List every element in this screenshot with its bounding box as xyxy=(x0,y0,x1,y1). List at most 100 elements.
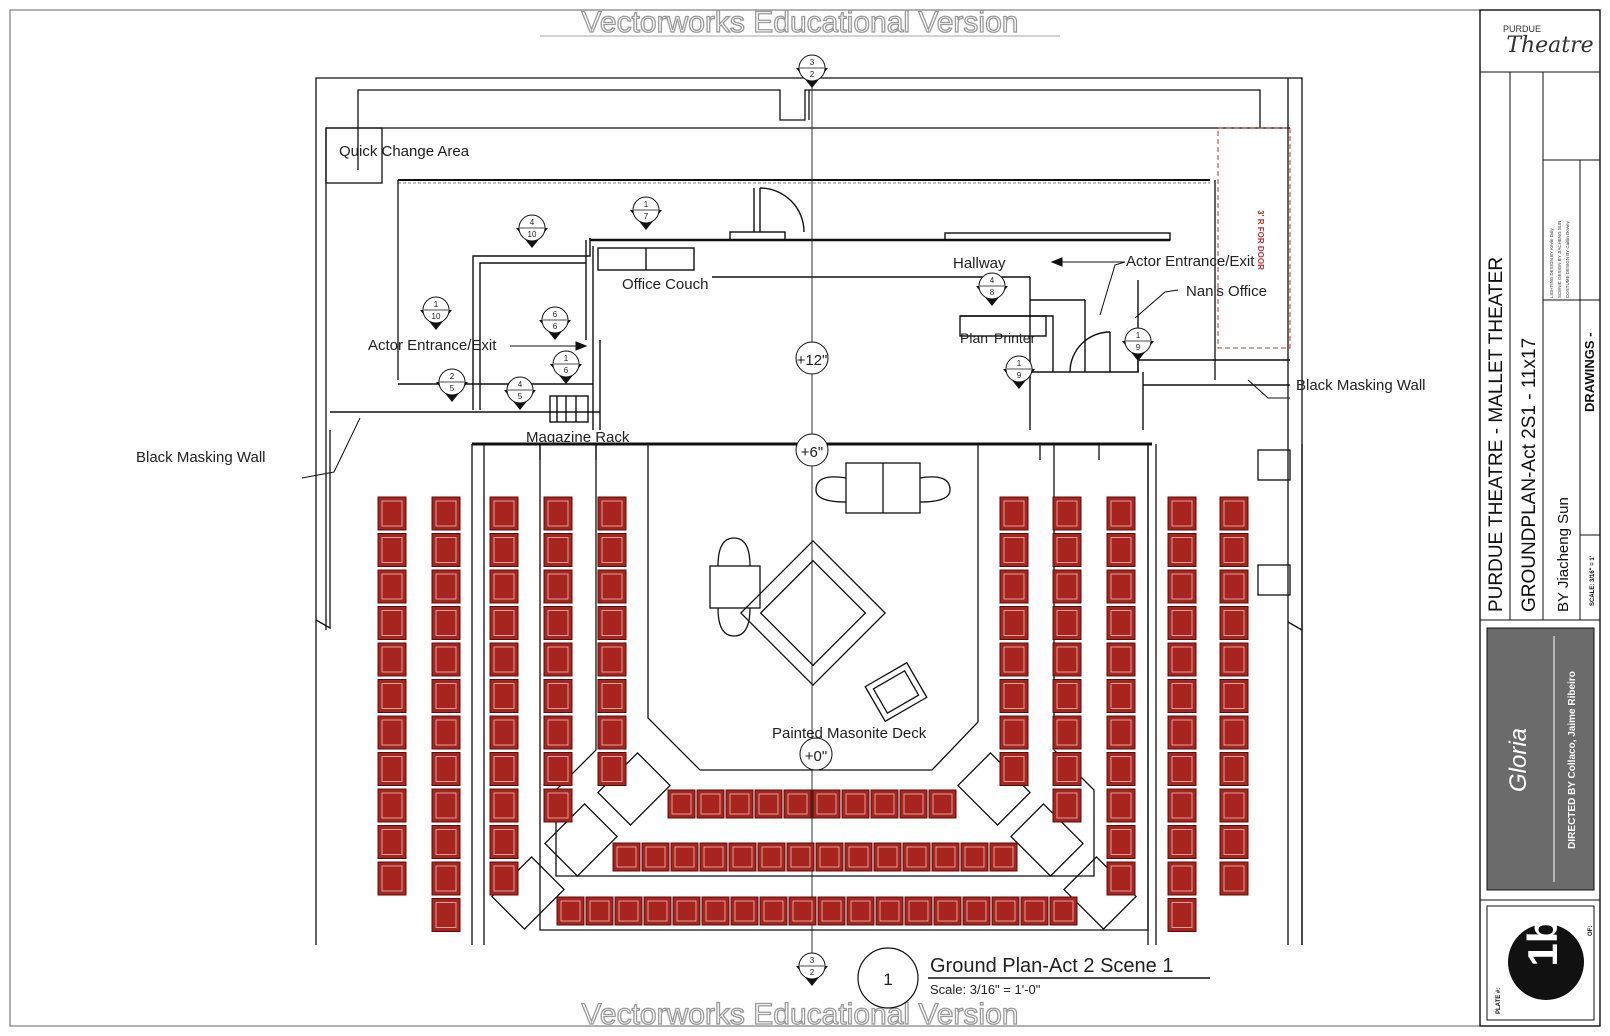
seat-col2-6 xyxy=(489,715,519,750)
seat-col7-4 xyxy=(1106,642,1136,677)
elevation-marker-6: +6" xyxy=(795,433,829,467)
building-walls xyxy=(315,77,1303,945)
seat-col8-11 xyxy=(1167,898,1197,932)
label-office-couch: Office Couch xyxy=(622,276,708,293)
seat-row2-5 xyxy=(701,896,730,926)
seat-col8-6 xyxy=(1167,715,1197,750)
seat-col4-5 xyxy=(597,679,627,713)
seat-col5-5 xyxy=(999,679,1029,713)
seat-row0-7 xyxy=(870,789,899,819)
seat-col7-1 xyxy=(1106,533,1136,567)
seat-col7-0 xyxy=(1106,496,1136,531)
seat-col3-1 xyxy=(543,533,573,567)
seat-row2-10 xyxy=(846,896,875,926)
seat-col9-4 xyxy=(1219,642,1249,677)
seat-col1-5 xyxy=(431,679,461,713)
seat-col3-4 xyxy=(543,642,573,677)
seat-row2-11 xyxy=(875,896,904,926)
seat-col1-8 xyxy=(431,788,461,823)
seat-col2-1 xyxy=(489,533,519,567)
seat-col8-2 xyxy=(1167,569,1197,604)
show-directed: DIRECTED BY Collaco, Jaime Ribeiro xyxy=(1567,671,1578,849)
seat-row0-1 xyxy=(696,789,725,819)
seat-row0-5 xyxy=(812,789,841,819)
seat-col1-6 xyxy=(431,715,461,750)
title-drawings: DRAWINGS - xyxy=(1582,333,1597,412)
section-marker-bottom-num: 6 xyxy=(553,322,558,331)
label-black-masking-left: Black Masking Wall xyxy=(136,449,265,466)
seat-col9-5 xyxy=(1219,679,1249,713)
elevation-marker-0: +0" xyxy=(799,737,833,771)
seat-col7-3 xyxy=(1106,606,1136,640)
seat-col4-6 xyxy=(597,715,627,750)
section-marker-top-num: 2 xyxy=(450,372,455,381)
seat-col3-0 xyxy=(543,496,573,531)
seat-row2-15 xyxy=(991,896,1020,926)
seat-col8-7 xyxy=(1167,752,1197,786)
seat-col0-0 xyxy=(377,496,407,531)
seat-col5-1 xyxy=(999,533,1029,567)
section-marker-top-num: 1 xyxy=(434,300,439,309)
seat-col4-2 xyxy=(597,569,627,604)
seat-col0-7 xyxy=(377,752,407,786)
section-marker-top-num: 3 xyxy=(810,58,815,67)
seat-col0-10 xyxy=(377,861,407,896)
leader-lines xyxy=(301,257,1290,479)
seat-col8-3 xyxy=(1167,606,1197,640)
title-theatre: PURDUE THEATRE - MALLET THEATER xyxy=(1486,257,1507,612)
section-marker-top-num: 1 xyxy=(564,354,569,363)
seat-col5-2 xyxy=(999,569,1029,604)
section-marker-bottom-num: 9 xyxy=(1136,343,1141,352)
section-marker-sec-4-8: 48 xyxy=(976,272,1008,306)
seat-col2-5 xyxy=(489,679,519,713)
seat-row2-9 xyxy=(817,896,846,926)
seat-col7-7 xyxy=(1106,752,1136,786)
label-quick-change: Quick Change Area xyxy=(339,143,470,160)
seat-row1-13 xyxy=(989,842,1018,872)
seat-col9-1 xyxy=(1219,533,1249,567)
title-scale-small: SCALE: 3/16" = 1' xyxy=(1590,555,1596,606)
section-marker-top-num: 4 xyxy=(530,218,535,227)
svg-text:+0": +0" xyxy=(805,748,827,765)
seat-col9-3 xyxy=(1219,606,1249,640)
seat-row0-6 xyxy=(841,789,870,819)
seat-col0-1 xyxy=(377,533,407,567)
label-black-masking-right: Black Masking Wall xyxy=(1296,377,1425,394)
seat-col7-9 xyxy=(1106,825,1136,859)
seat-row1-3 xyxy=(699,842,728,872)
seat-col4-7 xyxy=(597,752,627,786)
seat-col0-6 xyxy=(377,715,407,750)
seat-col7-8 xyxy=(1106,788,1136,823)
seat-col0-4 xyxy=(377,642,407,677)
seat-row0-9 xyxy=(928,789,957,819)
section-marker-bottom-num: 2 xyxy=(810,968,815,977)
seat-col2-8 xyxy=(489,788,519,823)
section-marker-bottom-num: 9 xyxy=(1017,371,1022,380)
seat-row2-13 xyxy=(933,896,962,926)
watermark-bottom: Vectorworks Educational Version xyxy=(582,998,1019,1031)
seat-col6-7 xyxy=(1052,752,1082,786)
elevation-marker-12: +12" xyxy=(795,341,829,375)
label-hallway: Hallway xyxy=(953,255,1006,272)
section-marker-top-num: 6 xyxy=(553,310,558,319)
audience-seating xyxy=(377,496,1249,932)
seat-col3-5 xyxy=(543,679,573,713)
seat-col5-4 xyxy=(999,642,1029,677)
seat-col6-6 xyxy=(1052,715,1082,750)
section-marker-sec-1-7: 17 xyxy=(630,196,662,230)
seat-col8-0 xyxy=(1167,496,1197,531)
section-marker-bottom-num: 6 xyxy=(564,366,569,375)
seat-col8-4 xyxy=(1167,642,1197,677)
seat-row0-2 xyxy=(725,789,754,819)
seat-col8-1 xyxy=(1167,533,1197,567)
seat-col2-9 xyxy=(489,825,519,859)
credit-scenic: SCENIC DESIGN BY JIACHENG SUN xyxy=(1557,221,1562,298)
section-marker-sec-4-10: 410 xyxy=(516,214,548,248)
seat-col8-5 xyxy=(1167,679,1197,713)
seat-col7-5 xyxy=(1106,679,1136,713)
seat-row1-10 xyxy=(902,842,931,872)
seat-row1-4 xyxy=(728,842,757,872)
stage-furniture xyxy=(709,462,951,723)
seat-col5-7 xyxy=(999,752,1029,786)
section-marker-sec-1-6: 16 xyxy=(550,350,582,384)
